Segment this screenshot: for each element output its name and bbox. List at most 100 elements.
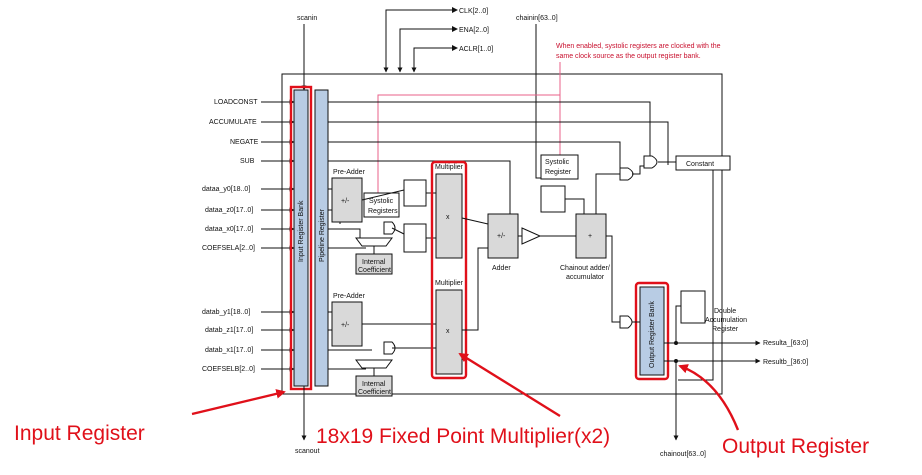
internal-coef-top-label-2: Coefficient xyxy=(358,267,391,274)
pre-adder-top xyxy=(331,177,363,223)
adder-label: Adder xyxy=(492,265,511,272)
junction-dot-2 xyxy=(674,359,678,363)
sub-label: SUB xyxy=(240,158,255,165)
multiplier-arrow xyxy=(458,352,561,418)
output-register-annotation: Output Register xyxy=(722,435,869,458)
clk-label: CLK[2..0] xyxy=(459,8,488,15)
input-register-bank-label: Input Register Bank xyxy=(298,200,305,262)
output-register-bank-label: Output Register Bank xyxy=(649,301,656,368)
note-line-1: When enabled, systolic registers are clo… xyxy=(556,43,721,50)
datab-y1-label: datab_y1[18..0] xyxy=(202,309,250,316)
output-wires xyxy=(664,305,761,441)
double-acc-label-1: Double xyxy=(714,308,736,315)
chainout-adder-sign: + xyxy=(588,233,592,240)
adder-sign: +/- xyxy=(497,233,506,240)
scanin-label: scanin xyxy=(297,15,317,22)
output-register-bank xyxy=(639,286,665,376)
aclr-wire xyxy=(411,47,455,73)
mux-top-small xyxy=(383,221,396,235)
chainout-adder-label-2: accumulator xyxy=(566,274,605,281)
input-register-arrow xyxy=(191,389,286,416)
dataa-x0-label: dataa_x0[17..0] xyxy=(205,226,253,233)
mux-bottom xyxy=(355,359,393,369)
accumulate-label: ACCUMULATE xyxy=(209,119,257,126)
chainout-label: chainout[63..0] xyxy=(660,451,706,458)
left-input-wires xyxy=(261,99,295,372)
pre-adder-bottom-label: Pre-Adder xyxy=(333,293,366,300)
systolic-registers-box xyxy=(363,192,400,218)
input-register-annotation: Input Register xyxy=(14,422,145,445)
pre-adder-top-sign: +/- xyxy=(341,198,350,205)
constant-label: Constant xyxy=(686,161,714,168)
chainout-adder xyxy=(575,213,607,259)
systolic-registers-label-1: Systolic xyxy=(369,198,394,205)
internal-coef-top-label-1: Internal xyxy=(362,259,386,266)
junction-dot-1 xyxy=(674,341,678,345)
and-gate-mid xyxy=(619,167,634,181)
pipeline-register xyxy=(314,89,329,387)
negate-label: NEGATE xyxy=(230,139,259,146)
pre-adder-bottom xyxy=(331,301,363,347)
pre-adder-top-label: Pre-Adder xyxy=(333,169,366,176)
systolic-register-2 xyxy=(540,154,579,180)
mux-top xyxy=(355,237,393,247)
note-line-2: same clock source as the output register… xyxy=(556,53,701,60)
multiplier-bottom xyxy=(435,289,463,375)
scanout-label: scanout xyxy=(295,448,320,455)
input-register-bank xyxy=(293,89,309,387)
datab-x1-label: datab_x1[17..0] xyxy=(205,347,253,354)
output-register-highlight xyxy=(634,281,670,381)
bottom-datapath-wires xyxy=(362,323,436,376)
systolic-to-chainout-wire xyxy=(565,198,585,214)
multiplier-annotation: 18x19 Fixed Point Multiplier(x2) xyxy=(316,425,610,448)
register-top-1 xyxy=(403,179,427,207)
multiplier-bottom-x: x xyxy=(446,328,450,335)
multiplier-top-x: x xyxy=(446,214,450,221)
coefsela-label: COEFSELA[2..0] xyxy=(202,245,255,252)
ena-wire xyxy=(397,28,455,73)
pipeline-register-label: Pipeline Register xyxy=(319,208,326,262)
chainout-adder-label-1: Chainout adder/ xyxy=(560,265,610,272)
output-register-arrow xyxy=(678,364,740,431)
pre-adder-bottom-sign: +/- xyxy=(341,322,350,329)
adder-triangle xyxy=(521,227,542,245)
datab-z1-label: datab_z1[17..0] xyxy=(205,327,253,334)
and-gate-top xyxy=(643,155,658,169)
loadconst-label: LOADCONST xyxy=(214,99,258,106)
internal-coef-bottom-label-2: Coefficient xyxy=(358,389,391,396)
coefselb-label: COEFSELB[2..0] xyxy=(202,366,255,373)
aclr-label: ACLR[1..0] xyxy=(459,46,493,53)
control-wires xyxy=(328,101,669,370)
resultb-label: Resultb_[36:0] xyxy=(763,359,808,366)
input-register-highlight xyxy=(289,85,313,391)
mux-bottom-small xyxy=(383,341,396,355)
internal-coef-bottom-label-1: Internal xyxy=(362,381,386,388)
double-acc-label-3: Register xyxy=(712,326,739,333)
systolic-register-2-label-1: Systolic xyxy=(545,159,570,166)
chainin-label: chainin[63..0] xyxy=(516,15,558,22)
multiplier-top xyxy=(435,173,463,259)
double-acc-label-2: Accumulation xyxy=(705,317,747,324)
multiplier-to-adder-wires xyxy=(461,217,576,331)
aclr-arrow-head xyxy=(452,45,458,51)
clk-wire xyxy=(383,9,455,73)
register-top-2 xyxy=(403,223,427,253)
or-gate-bottom xyxy=(619,315,633,329)
multiplier-highlight xyxy=(430,160,468,380)
ena-arrow-head xyxy=(452,26,458,32)
double-accumulation-register xyxy=(680,290,706,324)
clk-arrow-head xyxy=(452,7,458,13)
systolic-registers-label-2: Registers xyxy=(368,208,398,215)
constant-block xyxy=(675,155,731,171)
multiplier-bottom-label: Multiplier xyxy=(435,280,464,287)
systolic-register-2-label-2: Register xyxy=(545,169,572,176)
note-leader-1 xyxy=(377,62,561,193)
systolic-register-2-ff xyxy=(540,185,566,213)
chainin-wire xyxy=(535,24,541,179)
dsp-block-outline xyxy=(281,73,723,395)
ena-label: ENA[2..0] xyxy=(459,27,489,34)
multiplier-top-label: Multiplier xyxy=(435,164,464,171)
dataa-y0-label: dataa_y0[18..0] xyxy=(202,186,250,193)
dataa-z0-label: dataa_z0[17..0] xyxy=(205,207,253,214)
